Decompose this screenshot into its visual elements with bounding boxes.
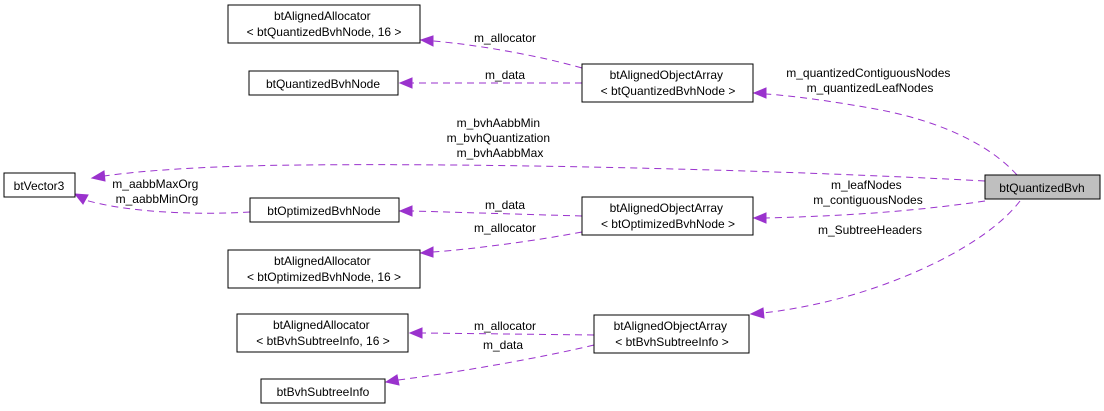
node-aligned-allocator-subtree[interactable]: btAlignedAllocator < btBvhSubtreeInfo, 1… — [236, 313, 409, 353]
node-label: btBvhSubtreeInfo — [277, 385, 370, 399]
edge-aoaq-to-allocator: m_allocator — [419, 31, 583, 69]
node-aligned-object-array-quantized[interactable]: btAlignedObjectArray < btQuantizedBvhNod… — [581, 63, 754, 103]
edge-label: m_leafNodes m_contiguousNodes — [813, 178, 922, 207]
edge-aoas-to-allocator: m_allocator — [408, 319, 595, 339]
edge-label: m_SubtreeHeaders — [818, 223, 922, 237]
node-bt-bvh-subtree-info[interactable]: btBvhSubtreeInfo — [260, 378, 386, 404]
node-label: btOptimizedBvhNode — [267, 204, 381, 218]
node-label: btVector3 — [14, 179, 65, 193]
edge-quantized-bvh-to-aoao: m_leafNodes m_contiguousNodes — [752, 178, 986, 224]
edge-line — [103, 164, 986, 182]
node-bt-vector3[interactable]: btVector3 — [3, 172, 76, 198]
edge-line — [84, 199, 251, 214]
edge-line — [765, 200, 986, 219]
edge-arrowhead — [419, 246, 434, 258]
edge-arrowhead — [752, 212, 767, 224]
node-aligned-allocator-optimized[interactable]: btAlignedAllocator < btOptimizedBvhNode,… — [227, 249, 421, 289]
edge-aoao-to-allocator: m_allocator — [419, 221, 583, 258]
edge-arrowhead — [752, 87, 767, 99]
node-label: btAlignedAllocator < btOptimizedBvhNode,… — [247, 254, 401, 284]
edge-arrowhead — [408, 327, 423, 339]
node-aligned-object-array-optimized[interactable]: btAlignedObjectArray < btOptimizedBvhNod… — [581, 196, 754, 236]
edge-line — [765, 93, 1018, 176]
edge-label: m_data — [483, 338, 523, 352]
edge-arrowhead — [90, 170, 106, 182]
node-label: btAlignedAllocator < btQuantizedBvhNode,… — [247, 9, 402, 39]
edge-label: m_aabbMaxOrg m_aabbMinOrg — [112, 177, 201, 206]
edge-line — [421, 332, 595, 336]
edge-label: m_quantizedContiguousNodes m_quantizedLe… — [786, 66, 953, 95]
node-bt-optimized-bvh-node[interactable]: btOptimizedBvhNode — [249, 197, 400, 223]
edge-arrowhead — [398, 205, 413, 217]
node-aligned-object-array-subtree[interactable]: btAlignedObjectArray < btBvhSubtreeInfo … — [593, 314, 750, 354]
node-label: btAlignedAllocator < btBvhSubtreeInfo, 1… — [256, 318, 389, 348]
edge-quantized-bvh-to-vector3: m_bvhAabbMin m_bvhQuantization m_bvhAabb… — [90, 116, 986, 182]
node-bt-quantized-bvh[interactable]: btQuantizedBvh — [984, 174, 1101, 200]
node-label: btAlignedObjectArray < btQuantizedBvhNod… — [601, 68, 736, 98]
edge-line — [411, 210, 583, 217]
node-label: btQuantizedBvhNode — [266, 77, 380, 91]
edge-aoaq-to-quantized-node: m_data — [398, 68, 582, 89]
edge-label: m_bvhAabbMin m_bvhQuantization m_bvhAabb… — [447, 116, 554, 160]
edge-line — [762, 200, 1021, 314]
edge-arrowhead — [384, 374, 400, 386]
edge-arrowhead — [419, 35, 434, 47]
edge-aoao-to-optimized-node: m_data — [398, 198, 583, 217]
node-bt-quantized-bvh-node[interactable]: btQuantizedBvhNode — [248, 70, 399, 96]
edge-label: m_allocator — [474, 319, 536, 333]
edge-aoas-to-subtree-info: m_data — [384, 338, 595, 386]
edge-quantized-bvh-to-aoas: m_SubtreeHeaders — [749, 200, 1021, 319]
edge-arrowhead — [398, 77, 413, 89]
edge-arrowhead — [73, 193, 89, 205]
edge-label: m_allocator — [474, 221, 536, 235]
node-label: btAlignedObjectArray < btOptimizedBvhNod… — [601, 201, 735, 231]
edge-label: m_data — [485, 68, 525, 82]
edge-line — [432, 231, 583, 253]
edge-line — [432, 40, 583, 69]
edge-line — [397, 344, 595, 381]
edge-optimized-node-to-vector3: m_aabbMaxOrg m_aabbMinOrg — [73, 177, 251, 214]
edge-label: m_data — [485, 198, 525, 212]
node-label: btQuantizedBvh — [999, 181, 1084, 195]
edge-quantized-bvh-to-aoaq: m_quantizedContiguousNodes m_quantizedLe… — [752, 66, 1018, 176]
edge-label: m_allocator — [474, 31, 536, 45]
node-aligned-allocator-quantized[interactable]: btAlignedAllocator < btQuantizedBvhNode,… — [227, 4, 421, 44]
edge-arrowhead — [749, 307, 765, 319]
node-label: btAlignedObjectArray < btBvhSubtreeInfo … — [614, 319, 731, 349]
